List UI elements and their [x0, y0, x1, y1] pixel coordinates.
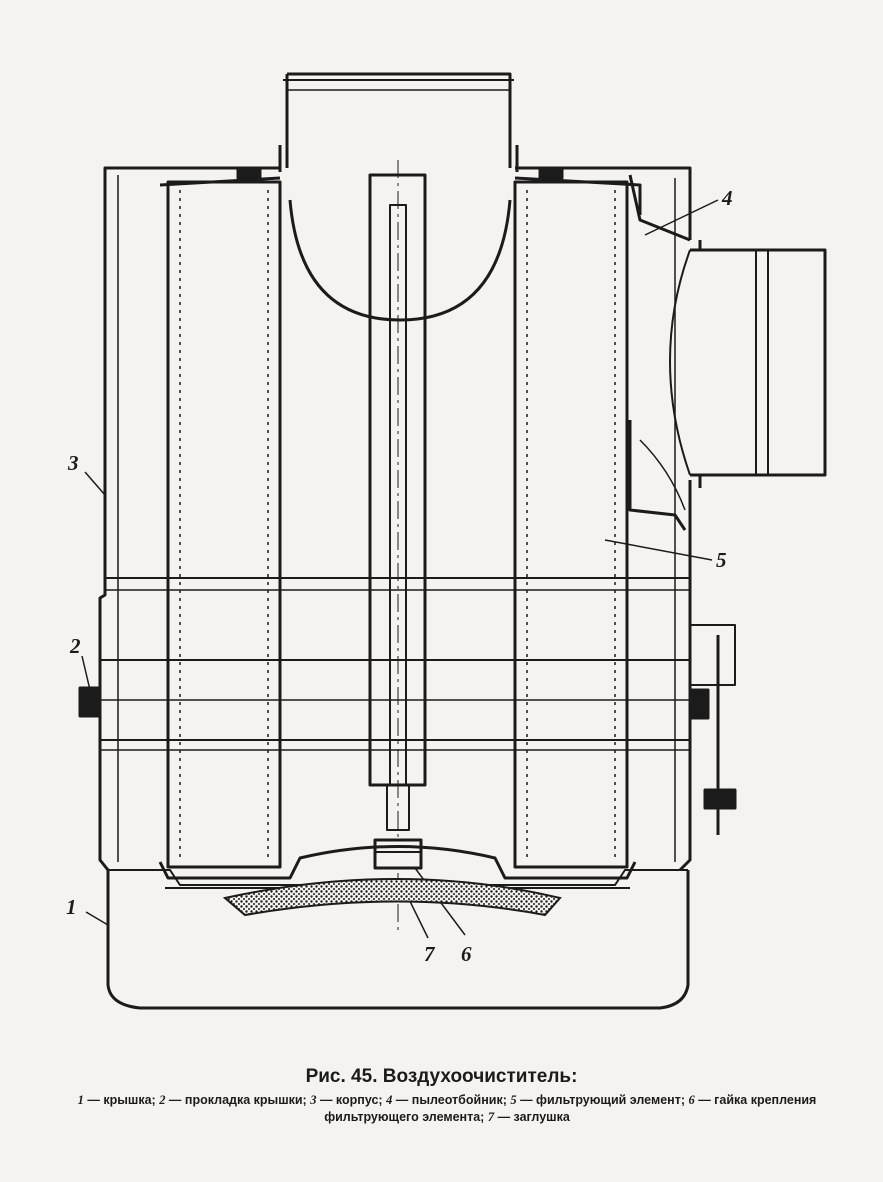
callout-1: 1	[66, 895, 77, 919]
figure-caption-title: Рис. 45. Воздухоочиститель:	[305, 1066, 578, 1087]
plug-hatch	[222, 878, 562, 917]
fastening-nut	[373, 838, 423, 870]
callout-6: 6	[461, 942, 472, 966]
leader-1	[85, 911, 109, 926]
callout-7: 7	[424, 942, 435, 966]
filter-element-right	[513, 180, 629, 869]
legend-text-5: — фильтрующий элемент;	[520, 1093, 689, 1107]
legend-num-1: 1	[77, 1093, 84, 1107]
deflector	[628, 174, 691, 242]
callout-5: 5	[716, 548, 727, 572]
housing-outline	[98, 166, 692, 871]
leader-3	[84, 471, 106, 496]
top-inlet-pipe	[285, 72, 512, 168]
bottom-plate	[158, 845, 637, 880]
cover-gasket-top-left	[236, 166, 262, 180]
legend-text-1: — крышка;	[87, 1093, 160, 1107]
filter-element-left	[166, 180, 282, 869]
legend-num-3: 3	[310, 1093, 317, 1107]
rod-bolt	[386, 784, 410, 831]
legend-text-4: — пылеотбойник;	[395, 1093, 511, 1107]
side-outlet-pipe	[690, 248, 827, 477]
legend-text-7: — заглушка	[497, 1110, 570, 1124]
latch-bracket	[689, 624, 736, 686]
cover-gasket-top-right	[538, 166, 564, 180]
legend-num-7: 7	[487, 1110, 495, 1124]
callout-3: 3	[68, 451, 79, 475]
legend-num-4: 4	[386, 1093, 393, 1107]
inner-dome	[288, 199, 512, 322]
leader-4	[644, 199, 719, 236]
figure-caption-legend: 1 — крышка; 2 — прокладка крышки; 3 — ко…	[52, 1092, 842, 1126]
gasket-left	[78, 686, 102, 718]
housing-right-wall	[678, 480, 692, 872]
callout-2: 2	[70, 634, 81, 658]
legend-text-3: — корпус;	[319, 1093, 387, 1107]
legend-text-6: — гайка крепления фильтрующего элемента;	[324, 1093, 817, 1124]
legend-text-2: — прокладка крышки;	[168, 1093, 311, 1107]
cover-outline	[106, 870, 690, 1010]
latch-clip	[688, 688, 710, 720]
latch-nut	[703, 788, 737, 810]
callout-4: 4	[722, 186, 733, 210]
leader-2	[81, 655, 91, 691]
leader-5	[604, 539, 713, 561]
legend-num-6: 6	[688, 1093, 695, 1107]
legend-num-2: 2	[159, 1093, 166, 1107]
legend-num-5: 5	[510, 1093, 517, 1107]
